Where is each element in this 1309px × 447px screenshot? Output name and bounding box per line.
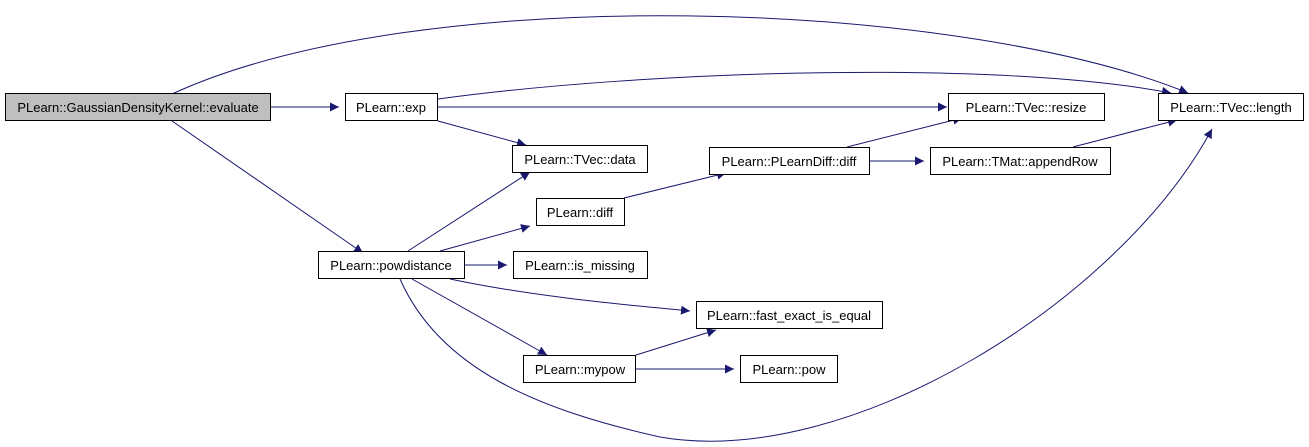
node-label: PLearn::PLearnDiff::diff xyxy=(722,154,857,169)
node-tmat-appendrow[interactable]: PLearn::TMat::appendRow xyxy=(930,147,1111,175)
edge-powdistance-to-mypow xyxy=(411,278,548,356)
node-label: PLearn::TVec::data xyxy=(524,152,636,167)
node-label: PLearn::diff xyxy=(547,205,614,220)
node-is-missing[interactable]: PLearn::is_missing xyxy=(513,251,648,279)
edge-evaluate-to-powdistance xyxy=(171,120,364,254)
edge-exp-to-tvec-data xyxy=(437,120,527,147)
edge-plearndiff-diff-to-tvec-resize xyxy=(846,115,963,148)
edge-exp-to-tvec-length xyxy=(437,71,1172,100)
node-label: PLearn::TVec::length xyxy=(1170,100,1291,115)
node-label: PLearn::exp xyxy=(356,100,426,115)
node-plearndiff-diff[interactable]: PLearn::PLearnDiff::diff xyxy=(709,147,870,175)
node-tvec-data[interactable]: PLearn::TVec::data xyxy=(512,145,648,173)
node-tvec-length[interactable]: PLearn::TVec::length xyxy=(1158,93,1304,121)
edges xyxy=(171,15,1213,442)
node-pow[interactable]: PLearn::pow xyxy=(740,355,838,383)
edge-powdistance-to-fast-exact-is-equal xyxy=(449,278,691,315)
node-exp[interactable]: PLearn::exp xyxy=(345,93,438,121)
node-label: PLearn::mypow xyxy=(535,362,626,377)
edge-powdistance-to-diff xyxy=(439,224,531,252)
node-fast-exact-is-equal[interactable]: PLearn::fast_exact_is_equal xyxy=(696,301,883,329)
edge-diff-to-plearndiff-diff xyxy=(623,170,727,199)
node-label: PLearn::fast_exact_is_equal xyxy=(707,308,871,323)
node-mypow[interactable]: PLearn::mypow xyxy=(523,355,636,383)
node-label: PLearn::TMat::appendRow xyxy=(942,154,1098,169)
node-label: PLearn::TVec::resize xyxy=(966,100,1087,115)
node-tvec-resize[interactable]: PLearn::TVec::resize xyxy=(948,93,1105,121)
node-label: PLearn::GaussianDensityKernel::evaluate xyxy=(17,100,258,115)
edge-mypow-to-fast-exact-is-equal xyxy=(635,328,717,356)
node-powdistance[interactable]: PLearn::powdistance xyxy=(318,251,465,279)
node-label: PLearn::pow xyxy=(753,362,827,377)
edge-powdistance-to-tvec-length xyxy=(399,128,1213,442)
node-label: PLearn::is_missing xyxy=(525,258,635,273)
node-diff[interactable]: PLearn::diff xyxy=(536,198,625,226)
edge-evaluate-to-tvec-length xyxy=(171,15,1189,95)
nodes: PLearn::GaussianDensityKernel::evaluate … xyxy=(5,93,1304,383)
node-gaussian-density-kernel-evaluate[interactable]: PLearn::GaussianDensityKernel::evaluate xyxy=(5,93,271,121)
node-label: PLearn::powdistance xyxy=(330,258,451,273)
edge-powdistance-to-tvec-data xyxy=(407,171,531,252)
edge-tmat-appendrow-to-tvec-length xyxy=(1072,117,1178,148)
